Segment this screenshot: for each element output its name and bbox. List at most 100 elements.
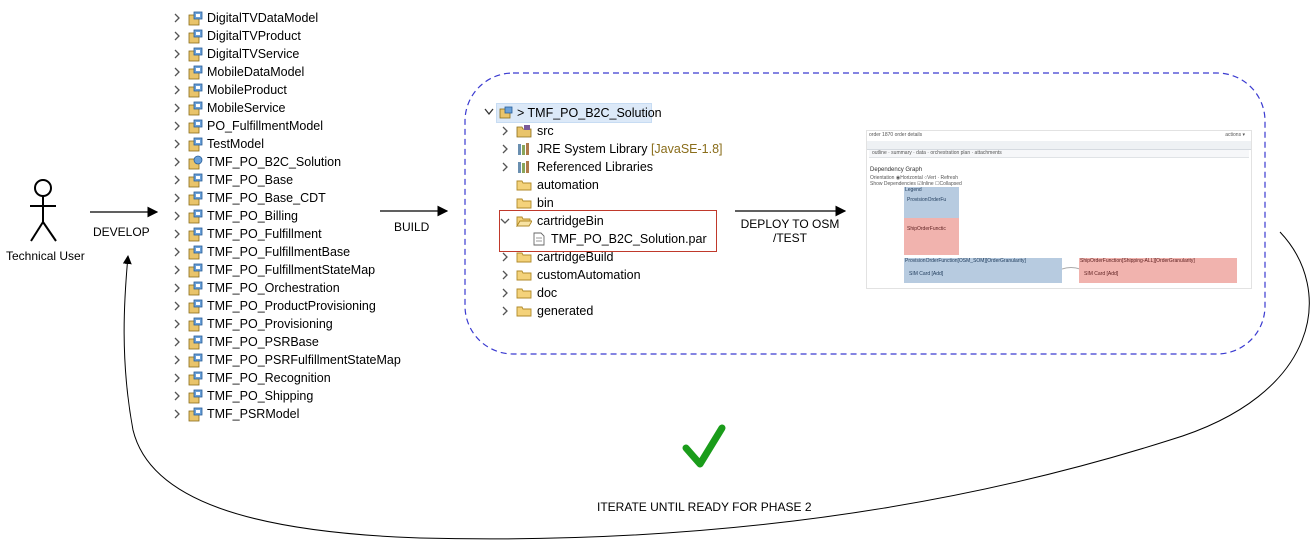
- project-item[interactable]: TMF_PO_Orchestration: [172, 279, 340, 297]
- project-item-label: TMF_PO_Base_CDT: [207, 191, 326, 205]
- project-item[interactable]: MobileProduct: [172, 81, 287, 99]
- project-item[interactable]: TMF_PO_Provisioning: [172, 315, 333, 333]
- project-item-label: PO_FulfillmentModel: [207, 119, 324, 133]
- check-icon: [682, 424, 726, 468]
- project-item[interactable]: DigitalTVProduct: [172, 27, 301, 45]
- solution-item-ref[interactable]: Referenced Libraries: [500, 158, 653, 176]
- chevron-right-icon[interactable]: [172, 49, 182, 59]
- project-icon: [188, 173, 203, 188]
- solution-item-generated[interactable]: generated: [500, 302, 593, 320]
- project-item-label: MobileService: [207, 101, 286, 115]
- chevron-right-icon[interactable]: [172, 67, 182, 77]
- chevron-right-icon[interactable]: [172, 355, 182, 365]
- project-item[interactable]: TMF_PO_Base_CDT: [172, 189, 326, 207]
- chevron-right-icon[interactable]: [500, 126, 510, 136]
- project-item[interactable]: MobileService: [172, 99, 286, 117]
- actor-label: Technical User: [6, 249, 85, 263]
- solution-item-bin[interactable]: bin: [500, 194, 554, 212]
- project-item[interactable]: PO_FulfillmentModel: [172, 117, 323, 135]
- project-icon: [188, 119, 203, 134]
- iterate-loop-arrow: [122, 231, 1310, 540]
- chevron-right-icon[interactable]: [172, 139, 182, 149]
- chevron-right-icon[interactable]: [172, 283, 182, 293]
- chevron-right-icon[interactable]: [172, 229, 182, 239]
- solution-item-cartridgeBin[interactable]: cartridgeBin: [500, 212, 604, 230]
- project-item[interactable]: TMF_PO_B2C_Solution: [172, 153, 341, 171]
- solution-item-label: Referenced Libraries: [537, 160, 654, 174]
- project-item[interactable]: TMF_PO_PSRFulfillmentStateMap: [172, 351, 401, 369]
- chevron-right-icon[interactable]: [172, 301, 182, 311]
- chevron-right-icon[interactable]: [172, 373, 182, 383]
- chevron-right-icon[interactable]: [172, 247, 182, 257]
- chevron-right-icon[interactable]: [172, 31, 182, 41]
- project-item-label: MobileDataModel: [207, 65, 305, 79]
- solution-item-label: cartridgeBuild: [537, 250, 614, 264]
- project-item-label: TMF_PO_FulfillmentStateMap: [207, 263, 376, 277]
- provision-function-sub: SIM Card [Add]: [909, 271, 944, 277]
- chevron-right-icon[interactable]: [172, 85, 182, 95]
- chevron-right-icon[interactable]: [172, 175, 182, 185]
- chevron-right-icon[interactable]: [172, 157, 182, 167]
- osm-title: order 1870 order details: [869, 132, 923, 138]
- project-item[interactable]: DigitalTVDataModel: [172, 9, 318, 27]
- project-item-label: TMF_PO_ProductProvisioning: [207, 299, 376, 313]
- project-item[interactable]: TMF_PO_FulfillmentStateMap: [172, 261, 375, 279]
- project-item[interactable]: TMF_PO_FulfillmentBase: [172, 243, 350, 261]
- solution-item-par[interactable]: TMF_PO_B2C_Solution.par: [517, 230, 707, 248]
- chevron-right-icon[interactable]: [172, 13, 182, 23]
- chevron-right-icon[interactable]: [500, 144, 510, 154]
- legend-item-1: ProvisionOrderFu: [907, 197, 947, 203]
- jre-version: [JavaSE-1.8]: [650, 142, 723, 156]
- project-icon: [188, 227, 203, 242]
- project-item[interactable]: TMF_PO_Base: [172, 171, 293, 189]
- chevron-down-icon[interactable]: [500, 216, 510, 226]
- chevron-right-icon[interactable]: [172, 193, 182, 203]
- project-item[interactable]: MobileDataModel: [172, 63, 304, 81]
- project-item[interactable]: TMF_PSRModel: [172, 405, 299, 423]
- chevron-right-icon[interactable]: [500, 162, 510, 172]
- solution-boundary: [464, 72, 1266, 355]
- chevron-right-icon[interactable]: [500, 306, 510, 316]
- chevron-right-icon[interactable]: [172, 319, 182, 329]
- deploy-label: DEPLOY TO OSM /TEST: [740, 217, 840, 245]
- chevron-right-icon[interactable]: [500, 288, 510, 298]
- project-icon: [188, 83, 203, 98]
- project-item-label: TMF_PO_PSRFulfillmentStateMap: [207, 353, 401, 367]
- chevron-right-icon[interactable]: [172, 337, 182, 347]
- chevron-right-icon[interactable]: [172, 103, 182, 113]
- chevron-right-icon[interactable]: [172, 121, 182, 131]
- chevron-right-icon[interactable]: [172, 265, 182, 275]
- project-item[interactable]: TestModel: [172, 135, 264, 153]
- solution-item-automation[interactable]: automation: [500, 176, 599, 194]
- project-item[interactable]: TMF_PO_Shipping: [172, 387, 313, 405]
- cartridge-highlight: [499, 210, 717, 252]
- chevron-right-icon[interactable]: [500, 252, 510, 262]
- solution-item-jre[interactable]: JRE System Library [JavaSE-1.8]: [500, 140, 723, 158]
- project-icon: [188, 137, 203, 152]
- solution-item-cartridgeBuild[interactable]: cartridgeBuild: [500, 248, 613, 266]
- project-item[interactable]: TMF_PO_ProductProvisioning: [172, 297, 376, 315]
- project-item[interactable]: TMF_PO_Billing: [172, 207, 298, 225]
- project-item[interactable]: TMF_PO_PSRBase: [172, 333, 319, 351]
- project-item[interactable]: TMF_PO_Recognition: [172, 369, 331, 387]
- project-item-label: TMF_PO_Base: [207, 173, 294, 187]
- solution-root[interactable]: > TMF_PO_B2C_Solution: [496, 103, 662, 123]
- chevron-right-icon[interactable]: [172, 211, 182, 221]
- project-item[interactable]: DigitalTVService: [172, 45, 299, 63]
- project-item-label: TMF_PO_Provisioning: [207, 317, 333, 331]
- solution-item-doc[interactable]: doc: [500, 284, 557, 302]
- project-icon: [188, 209, 203, 224]
- folder-icon: [516, 288, 532, 299]
- project-item[interactable]: TMF_PO_Fulfillment: [172, 225, 322, 243]
- folder-icon: [516, 270, 532, 281]
- folder-icon: [516, 306, 532, 317]
- chevron-right-icon[interactable]: [172, 391, 182, 401]
- chevron-right-icon[interactable]: [172, 409, 182, 419]
- solution-item-customAutomation[interactable]: customAutomation: [500, 266, 641, 284]
- folder-icon: [516, 198, 532, 209]
- solution-item-src[interactable]: src: [500, 122, 554, 140]
- osm-screenshot: order 1870 order details actions ▾ outli…: [866, 130, 1252, 289]
- chevron-right-icon[interactable]: [500, 270, 510, 280]
